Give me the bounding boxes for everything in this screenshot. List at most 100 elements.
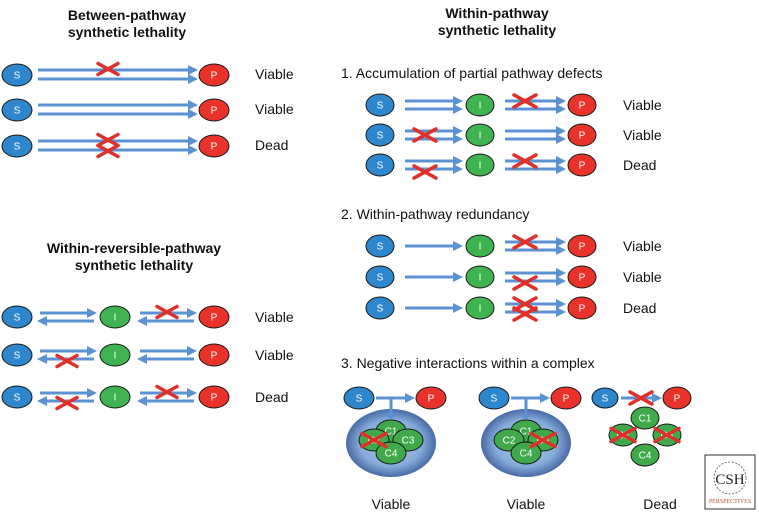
complex-node-c4-shape	[510, 441, 542, 465]
node-s: S	[365, 265, 395, 289]
complex-subtitle: 3. Negative interactions within a comple…	[341, 355, 595, 371]
knockout-mark	[155, 304, 179, 320]
node-i-shape	[99, 385, 131, 409]
node-i-label: I	[114, 393, 117, 404]
node-p: P	[567, 296, 597, 320]
within-heading-line1: Within-pathway	[445, 5, 549, 21]
outcome-label: Viable	[255, 66, 294, 82]
complex-node-c1-label: C1	[385, 427, 398, 438]
outcome-label: Viable	[255, 309, 294, 325]
node-p: P	[567, 265, 597, 289]
reversible-heading-line1: Within-reversible-pathway	[47, 240, 221, 256]
node-p: P	[198, 98, 230, 122]
node-p-label: P	[211, 106, 218, 117]
node-p-label: P	[674, 394, 681, 405]
between-heading-line2: synthetic lethality	[68, 24, 186, 40]
node-s-label: S	[491, 394, 498, 405]
node-i-shape	[465, 296, 495, 320]
complex-node-c4: C4	[510, 441, 542, 465]
node-p-shape	[662, 386, 692, 410]
node-s: S	[365, 153, 395, 177]
node-s-label: S	[14, 142, 21, 153]
node-i-shape	[465, 153, 495, 177]
node-s-label: S	[14, 71, 21, 82]
node-i-label: I	[479, 304, 482, 315]
node-s: S	[365, 234, 395, 258]
outcome-label: Dead	[623, 300, 656, 316]
node-i-label: I	[479, 131, 482, 142]
node-p-shape	[198, 63, 230, 87]
node-p: P	[198, 343, 230, 367]
node-p-label: P	[211, 351, 218, 362]
knockout-mark	[609, 426, 637, 444]
node-p-shape	[415, 386, 447, 410]
node-s-label: S	[377, 304, 384, 315]
outcome-label: Viable	[623, 127, 662, 143]
node-i-label: I	[479, 242, 482, 253]
between-heading-line1: Between-pathway	[68, 7, 186, 23]
complex-outcomes: Viable Viable Dead	[372, 496, 677, 512]
redundancy-outcomes: Viable Viable Dead	[623, 238, 662, 316]
node-i: I	[99, 305, 131, 329]
complex-node-c4-label: C4	[385, 449, 398, 460]
node-s-label: S	[14, 106, 21, 117]
node-p: P	[567, 153, 597, 177]
node-s-shape	[1, 305, 33, 329]
node-p-label: P	[211, 393, 218, 404]
node-s-shape	[365, 296, 395, 320]
node-p-label: P	[211, 71, 218, 82]
node-s-label: S	[377, 101, 384, 112]
node-s: S	[343, 386, 375, 410]
node-p-shape	[198, 385, 230, 409]
node-i-shape	[465, 123, 495, 147]
node-p-label: P	[428, 394, 435, 405]
knockout-mark	[412, 127, 438, 143]
knockout-mark	[96, 143, 120, 159]
node-p-label: P	[579, 101, 586, 112]
knockout-mark	[512, 306, 538, 322]
node-i-shape	[465, 93, 495, 117]
node-s-shape	[365, 234, 395, 258]
node-p-label: P	[211, 313, 218, 324]
node-p-shape	[198, 134, 230, 158]
node-s-shape	[1, 343, 33, 367]
complex-node-c4-label: C4	[520, 449, 533, 460]
complex-link-dot	[523, 413, 529, 419]
node-p: P	[198, 305, 230, 329]
node-i-shape	[465, 265, 495, 289]
complex-node-c1-label: C1	[520, 427, 533, 438]
node-s: S	[365, 123, 395, 147]
outcome-label: Viable	[255, 347, 294, 363]
complex-node-c2-label: C2	[503, 436, 516, 447]
within-heading-line2: synthetic lethality	[438, 22, 556, 38]
node-i-label: I	[479, 161, 482, 172]
knockout-mark	[412, 164, 438, 180]
outcome-label: Dead	[255, 137, 288, 153]
node-p-shape	[567, 153, 597, 177]
node-s-shape	[1, 98, 33, 122]
node-i: I	[99, 343, 131, 367]
knockout-mark	[512, 234, 538, 250]
knockout-mark	[55, 395, 79, 411]
outcome-label: Viable	[623, 238, 662, 254]
node-i: I	[465, 296, 495, 320]
knockout-mark	[529, 431, 557, 449]
node-p: P	[567, 93, 597, 117]
node-i: I	[465, 93, 495, 117]
node-p: P	[198, 385, 230, 409]
node-i: I	[465, 265, 495, 289]
node-s-shape	[365, 265, 395, 289]
outcome-label: Dead	[255, 389, 288, 405]
between-outcomes: Viable Viable Dead	[255, 66, 294, 153]
node-s: S	[365, 296, 395, 320]
node-p-shape	[198, 305, 230, 329]
node-p-shape	[567, 265, 597, 289]
node-p-label: P	[579, 242, 586, 253]
knockout-mark	[512, 153, 538, 169]
node-i-label: I	[479, 273, 482, 284]
node-s-shape	[591, 387, 619, 409]
outcome-label: Viable	[623, 97, 662, 113]
node-p-label: P	[579, 273, 586, 284]
